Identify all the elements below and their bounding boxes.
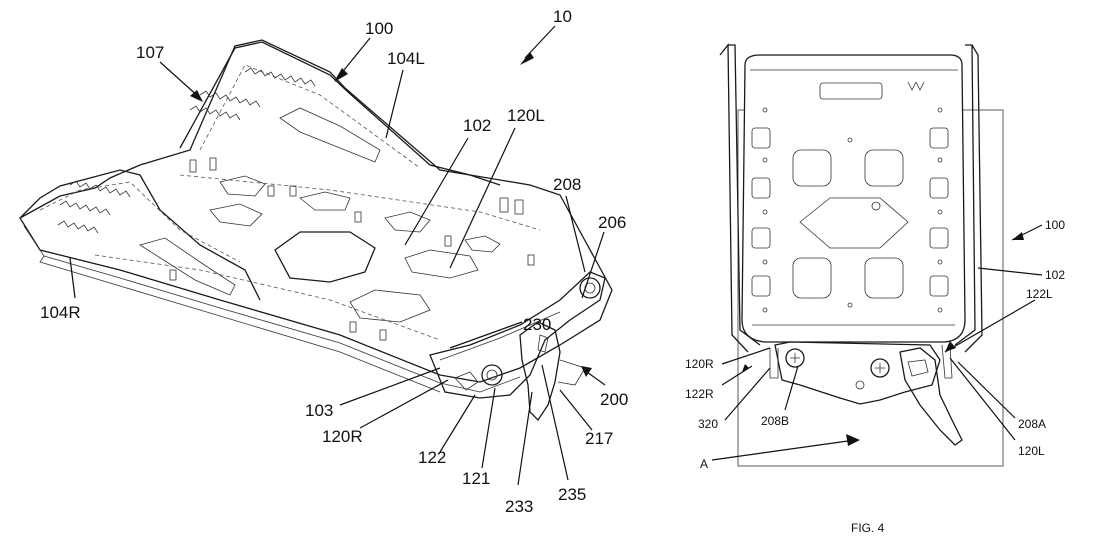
label-10: 10	[553, 7, 572, 26]
flange-104L	[179, 41, 501, 186]
label-235: 235	[558, 485, 586, 504]
label-r-122R: 122R	[685, 387, 714, 401]
label-122: 122	[418, 448, 446, 467]
label-120R: 120R	[322, 427, 363, 446]
label-r-208B: 208B	[761, 414, 789, 428]
label-104L: 104L	[387, 49, 425, 68]
label-r-A: A	[700, 457, 708, 471]
label-208: 208	[553, 175, 581, 194]
label-r-208A: 208A	[1018, 417, 1046, 431]
left-perspective-view: 10 100 104L 107 102 120L 208 206 104R 23…	[19, 7, 628, 516]
label-206: 206	[598, 213, 626, 232]
label-217: 217	[585, 429, 613, 448]
flange-104R	[19, 169, 261, 301]
base-plate-outline	[19, 39, 613, 383]
label-121: 121	[462, 469, 490, 488]
label-233: 233	[505, 497, 533, 516]
label-r-102: 102	[1045, 268, 1065, 282]
label-104R: 104R	[40, 303, 81, 322]
label-120L: 120L	[507, 106, 545, 125]
label-r-100: 100	[1045, 218, 1065, 232]
right-plan-view: 100 102 122L 120R 122R 320 208B 208A 120…	[685, 43, 1065, 535]
label-r-320: 320	[698, 417, 718, 431]
plate-102	[741, 54, 966, 343]
binding-mechanism	[774, 341, 941, 405]
label-107: 107	[136, 43, 164, 62]
figure-caption: FIG. 4	[851, 521, 885, 535]
label-102: 102	[463, 116, 491, 135]
label-230: 230	[523, 315, 551, 334]
mechanism-200	[429, 271, 606, 399]
serrated-teeth-107	[189, 67, 316, 121]
label-r-122L: 122L	[1026, 287, 1053, 301]
label-r-120L: 120L	[1018, 444, 1045, 458]
label-103: 103	[305, 401, 333, 420]
label-r-120R: 120R	[685, 357, 714, 371]
label-200: 200	[600, 390, 628, 409]
label-100: 100	[365, 19, 393, 38]
